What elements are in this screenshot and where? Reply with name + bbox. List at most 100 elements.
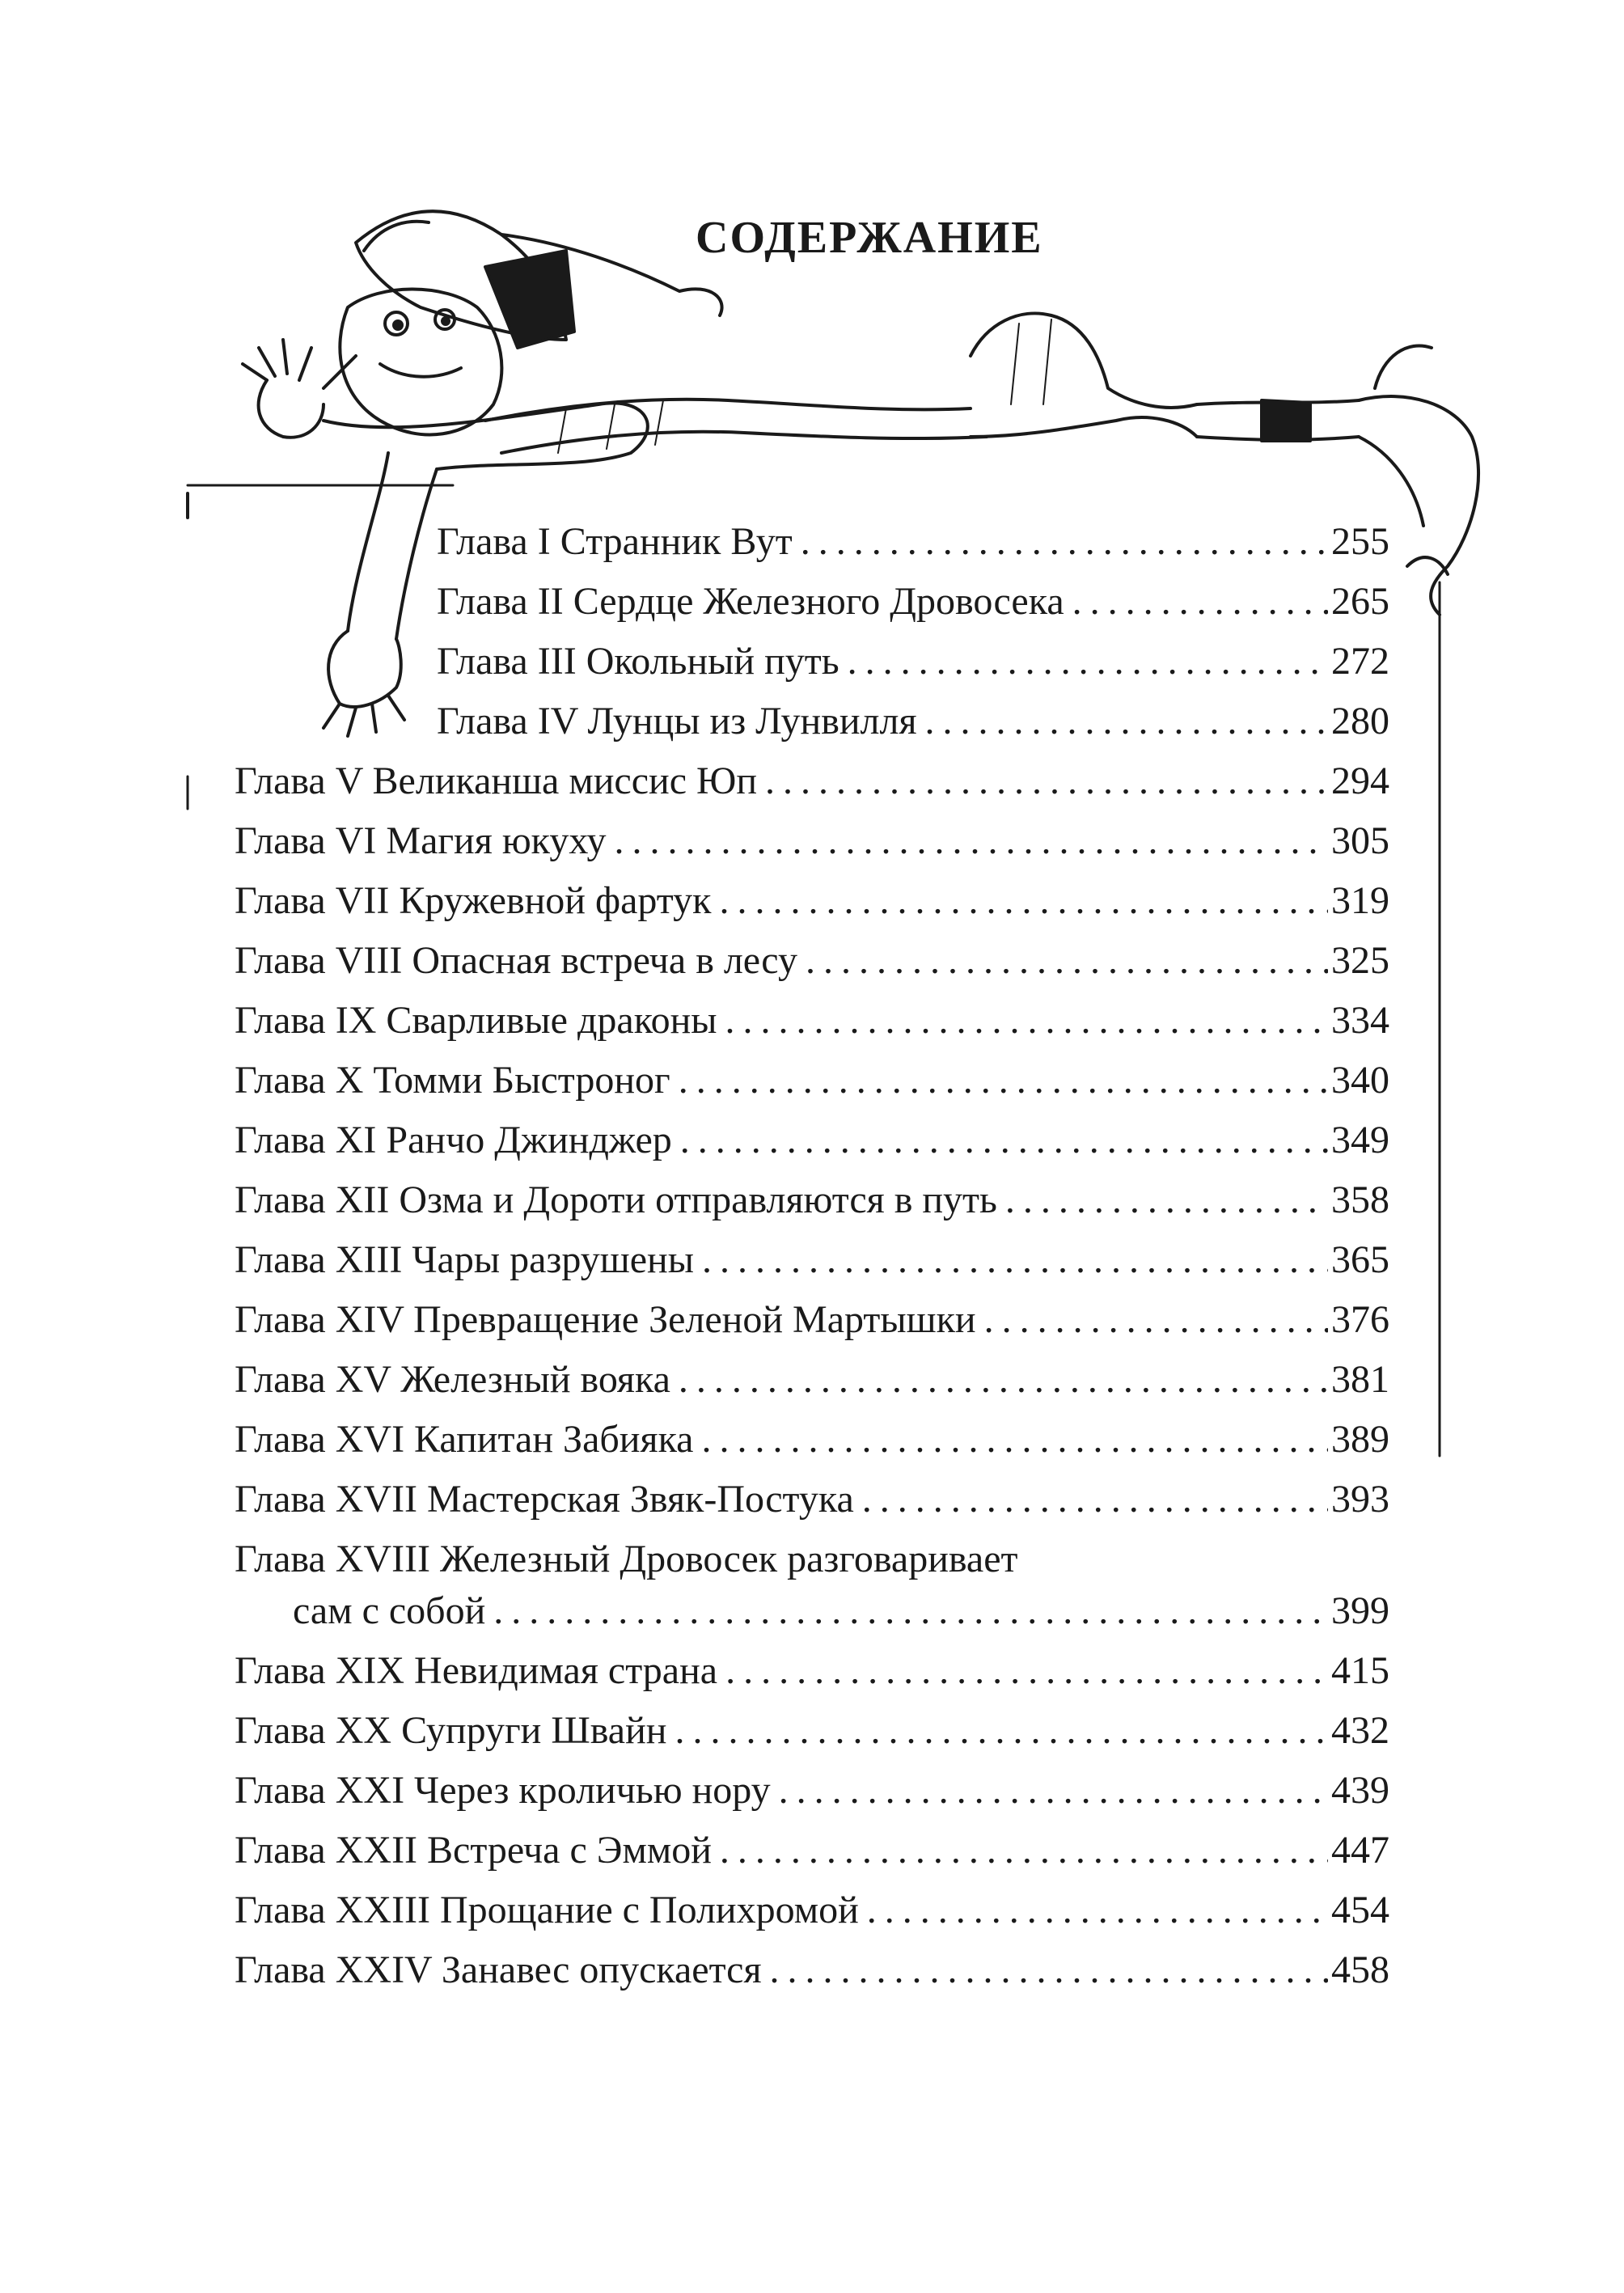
toc-entry[interactable]: Глава II Сердце Железного Дровосека ....… [437, 577, 1389, 626]
toc-entry-label: Глава III Окольный путь [437, 640, 839, 683]
toc-entry[interactable]: Глава XIV Превращение Зеленой Мартышки .… [235, 1296, 1389, 1344]
dot-leader: ........................................… [805, 939, 1328, 982]
toc-entry[interactable]: Глава XV Железный вояка ................… [235, 1356, 1389, 1404]
toc-entry[interactable]: Глава XIII Чары разрушены ..............… [235, 1236, 1389, 1284]
toc-entry-page: 349 [1331, 1119, 1389, 1161]
toc-entry-label: Глава XVII Мастерская Звяк-Постука [235, 1478, 854, 1521]
toc-entry-label: Глава IX Сварливые драконы [235, 999, 717, 1042]
toc-entry[interactable]: Глава XXII Встреча с Эммой .............… [235, 1826, 1389, 1875]
toc-entry-page: 399 [1331, 1589, 1389, 1632]
dot-leader: ........................................… [778, 1769, 1328, 1812]
dot-leader: ........................................… [765, 759, 1328, 802]
page-title: СОДЕРЖАНИЕ [696, 213, 1043, 263]
toc-entry[interactable]: Глава V Великанша миссис Юп ............… [235, 757, 1389, 806]
toc-entry-page: 280 [1331, 700, 1389, 742]
toc-entry-page: 294 [1331, 759, 1389, 802]
toc-entry-label-cont: сам с собой [293, 1589, 486, 1632]
dot-leader: ........................................… [725, 1649, 1328, 1692]
toc-entry[interactable]: Глава IV Лунцы из Лунвилля .............… [437, 697, 1389, 746]
toc-entry-label[interactable]: Глава XVIII Железный Дровосек разговарив… [235, 1538, 1018, 1580]
toc-entry[interactable]: Глава VI Магия юкуху ...................… [235, 817, 1389, 865]
dot-leader: ........................................… [678, 1358, 1328, 1401]
toc-entry[interactable]: Глава XXI Через кроличью нору ..........… [235, 1766, 1389, 1815]
toc-entry[interactable]: Глава XX Супруги Швайн .................… [235, 1707, 1389, 1755]
toc-entry-page: 393 [1331, 1478, 1389, 1521]
toc-entry-label: Глава XXII Встреча с Эммой [235, 1829, 712, 1872]
toc-entry-label: Глава IV Лунцы из Лунвилля [437, 700, 917, 742]
toc-entry-label: Глава V Великанша миссис Юп [235, 759, 758, 802]
dot-leader: ........................................… [675, 1709, 1328, 1752]
toc-entry-label: Глава XXIV Занавес опускается [235, 1948, 762, 1991]
toc-entry-label: Глава XXIII Прощание с Полихромой [235, 1889, 859, 1931]
toc-entry-page: 365 [1331, 1238, 1389, 1281]
toc-entry[interactable]: Глава III Окольный путь ................… [437, 637, 1389, 686]
toc-entry[interactable]: Глава I Странник Вут ...................… [437, 518, 1389, 566]
toc-entry-label: Глава XIV Превращение Зеленой Мартышки [235, 1298, 976, 1341]
dot-leader: ........................................… [493, 1589, 1328, 1632]
toc-entry-page: 334 [1331, 999, 1389, 1042]
toc-entry-page: 415 [1331, 1649, 1389, 1692]
dot-leader: ........................................… [614, 819, 1329, 862]
toc-entry-label: Глава XIII Чары разрушены [235, 1238, 694, 1281]
dot-leader: ........................................… [701, 1418, 1328, 1461]
toc-entry[interactable]: Глава X Томми Быстроног ................… [235, 1056, 1389, 1105]
toc-entry-page: 325 [1331, 939, 1389, 982]
toc-entry[interactable]: Глава VIII Опасная встреча в лесу ......… [235, 937, 1389, 985]
toc-entry-page: 376 [1331, 1298, 1389, 1341]
toc-entry-label: Глава XI Ранчо Джинджер [235, 1119, 672, 1161]
toc-entry-label: Глава VII Кружевной фартук [235, 879, 712, 922]
toc-entry-page: 454 [1331, 1889, 1389, 1931]
toc-entry-page: 447 [1331, 1829, 1389, 1872]
toc-entry[interactable]: сам с собой ............................… [293, 1587, 1389, 1635]
dot-leader: ........................................… [866, 1889, 1328, 1931]
dot-leader: ........................................… [769, 1948, 1328, 1991]
toc-entry-page: 439 [1331, 1769, 1389, 1812]
dot-leader: ........................................… [678, 1059, 1328, 1102]
dot-leader: ........................................… [861, 1478, 1328, 1521]
toc-entry-page: 358 [1331, 1178, 1389, 1221]
dot-leader: ........................................… [800, 520, 1328, 563]
toc-entry[interactable]: Глава XVII Мастерская Звяк-Постука .....… [235, 1475, 1389, 1524]
toc-entry-page: 272 [1331, 640, 1389, 683]
toc-entry-label: Глава XV Железный вояка [235, 1358, 670, 1401]
toc-entry-page: 381 [1331, 1358, 1389, 1401]
toc-entry[interactable]: Глава XIX Невидимая страна .............… [235, 1647, 1389, 1695]
dot-leader: ........................................… [719, 1829, 1328, 1872]
toc-entry-label: Глава VIII Опасная встреча в лесу [235, 939, 797, 982]
toc-entry-label: Глава XXI Через кроличью нору [235, 1769, 771, 1812]
toc-entry[interactable]: Глава IX Сварливые драконы .............… [235, 996, 1389, 1045]
dot-leader: ........................................… [725, 999, 1328, 1042]
toc-entry[interactable]: Глава XVI Капитан Забияка ..............… [235, 1415, 1389, 1464]
dot-leader: ........................................… [679, 1119, 1328, 1161]
toc-entry-label: Глава I Странник Вут [437, 520, 793, 563]
dot-leader: ........................................… [847, 640, 1328, 683]
dot-leader: ........................................… [924, 700, 1328, 742]
toc-entry-page: 255 [1331, 520, 1389, 563]
toc-entry-page: 305 [1331, 819, 1389, 862]
toc-entry[interactable]: Глава XXIV Занавес опускается ..........… [235, 1946, 1389, 1995]
toc-entry[interactable]: Глава XII Озма и Дороти отправляются в п… [235, 1176, 1389, 1225]
toc-entry-page: 432 [1331, 1709, 1389, 1752]
toc-entry-label: Глава XII Озма и Дороти отправляются в п… [235, 1178, 997, 1221]
toc-entry-label: Глава XIX Невидимая страна [235, 1649, 718, 1692]
toc-entry-page: 389 [1331, 1418, 1389, 1461]
toc-entry-label: Глава X Томми Быстроног [235, 1059, 670, 1102]
toc-entry-label: Глава XVI Капитан Забияка [235, 1418, 694, 1461]
toc-entry-page: 458 [1331, 1948, 1389, 1991]
dot-leader: ........................................… [701, 1238, 1328, 1281]
dot-leader: ........................................… [1004, 1178, 1328, 1221]
toc-entry-page: 319 [1331, 879, 1389, 922]
dot-leader: ........................................… [1072, 580, 1328, 623]
toc-entry-label: Глава II Сердце Железного Дровосека [437, 580, 1064, 623]
dot-leader: ........................................… [983, 1298, 1328, 1341]
dot-leader: ........................................… [719, 879, 1328, 922]
toc-entry[interactable]: Глава XXIII Прощание с Полихромой ......… [235, 1886, 1389, 1935]
toc-entry-label: Глава VI Магия юкуху [235, 819, 607, 862]
toc-entry[interactable]: Глава XI Ранчо Джинджер ................… [235, 1116, 1389, 1165]
toc-entry-label: Глава XX Супруги Швайн [235, 1709, 667, 1752]
toc-entry[interactable]: Глава VII Кружевной фартук .............… [235, 877, 1389, 925]
toc-entry-page: 265 [1331, 580, 1389, 623]
